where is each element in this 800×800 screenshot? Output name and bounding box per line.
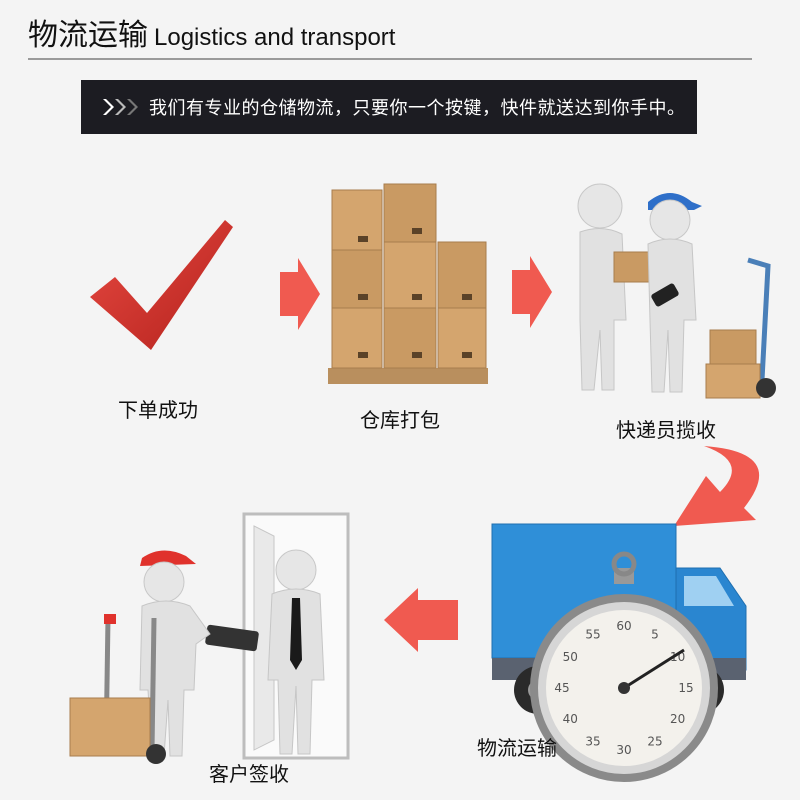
stopwatch-number: 55 <box>585 627 600 641</box>
checkmark-icon <box>85 215 235 355</box>
stacked-boxes-icon <box>322 182 492 388</box>
title-en: Logistics and transport <box>154 24 395 51</box>
banner-text: 我们有专业的仓储物流，只要你一个按键，快件就送达到你手中。 <box>149 94 686 120</box>
courier-pickup-icon <box>570 180 780 410</box>
title-cn: 物流运输 <box>28 18 148 53</box>
step-label-order: 下单成功 <box>118 394 198 423</box>
arrow-right-icon <box>512 256 552 328</box>
stopwatch-number: 20 <box>670 712 685 726</box>
stopwatch-number: 30 <box>616 743 631 757</box>
stopwatch-number: 45 <box>554 681 569 695</box>
step-label-pickup: 快递员揽收 <box>616 414 716 443</box>
stopwatch-number: 35 <box>585 735 600 749</box>
stopwatch-number: 25 <box>647 735 662 749</box>
header-divider <box>28 58 752 60</box>
arrow-left-icon <box>384 588 458 652</box>
stopwatch-number: 60 <box>616 619 631 633</box>
arrow-right-icon <box>280 258 320 330</box>
customer-signing-icon <box>60 510 360 772</box>
step-label-pack: 仓库打包 <box>360 404 440 433</box>
info-banner: 我们有专业的仓储物流，只要你一个按键，快件就送达到你手中。 <box>81 80 697 134</box>
stopwatch-number: 40 <box>563 712 578 726</box>
step-label-transport: 物流运输 <box>477 732 557 761</box>
stopwatch-number: 5 <box>651 627 659 641</box>
stopwatch-number: 50 <box>563 650 578 664</box>
step-label-sign: 客户签收 <box>209 758 289 787</box>
triple-chevron-right-icon <box>103 97 143 117</box>
stopwatch-number: 15 <box>678 681 693 695</box>
